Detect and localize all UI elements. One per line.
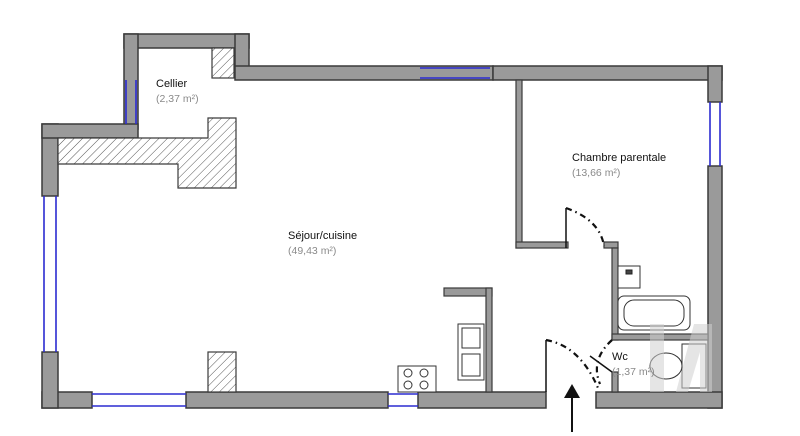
washbasin-icon	[617, 265, 641, 289]
room-labels: Cellier (2,37 m²) Séjour/cuisine (49,43 …	[156, 78, 666, 378]
door-swing	[565, 206, 606, 247]
wall-segment	[611, 371, 619, 393]
wall-segment	[41, 351, 59, 409]
room-name-chambre: Chambre parentale	[572, 152, 666, 164]
wall-segment	[443, 287, 493, 297]
logo-watermark	[650, 324, 712, 392]
wall-segment	[492, 65, 723, 81]
room-name-sejour: Séjour/cuisine	[288, 230, 357, 242]
windows	[43, 67, 721, 407]
wall-segment	[595, 391, 723, 409]
burner	[419, 380, 429, 390]
wall-segment	[41, 123, 139, 139]
hatched-column	[211, 47, 235, 79]
burner	[403, 368, 413, 378]
room-name-wc: Wc	[612, 351, 628, 363]
entrance-arrow-icon	[564, 384, 580, 432]
hatched-partition	[57, 117, 237, 189]
bathtub-basin	[623, 299, 685, 327]
wall-segment	[417, 391, 547, 409]
wall-segment	[515, 79, 523, 249]
doors	[545, 206, 613, 392]
room-name-cellier: Cellier	[156, 78, 188, 90]
room-area-chambre: (13,66 m²)	[572, 167, 620, 179]
wall-segment	[515, 241, 569, 249]
washbasin-tap	[625, 269, 633, 275]
burner	[403, 380, 413, 390]
door-leaf	[589, 355, 613, 373]
outer-walls	[41, 33, 723, 409]
hatched-column	[207, 351, 237, 393]
door-swing	[595, 339, 613, 385]
cooktop-icon	[397, 365, 437, 393]
room-area-cellier: (2,37 m²)	[156, 93, 199, 105]
door-swing	[545, 338, 600, 389]
wall-segment	[485, 287, 493, 393]
wall-segment	[611, 247, 619, 341]
wall-segment	[185, 391, 389, 409]
wall-segment	[707, 65, 723, 103]
sink-drainboard	[461, 327, 481, 349]
room-area-sejour: (49,43 m²)	[288, 245, 336, 257]
sink-basin	[461, 353, 481, 377]
wall-segment	[603, 241, 619, 249]
burner	[419, 368, 429, 378]
structural-blocks	[57, 47, 237, 393]
room-area-wc: (1,37 m²)	[612, 366, 655, 378]
wall-segment	[123, 33, 250, 49]
